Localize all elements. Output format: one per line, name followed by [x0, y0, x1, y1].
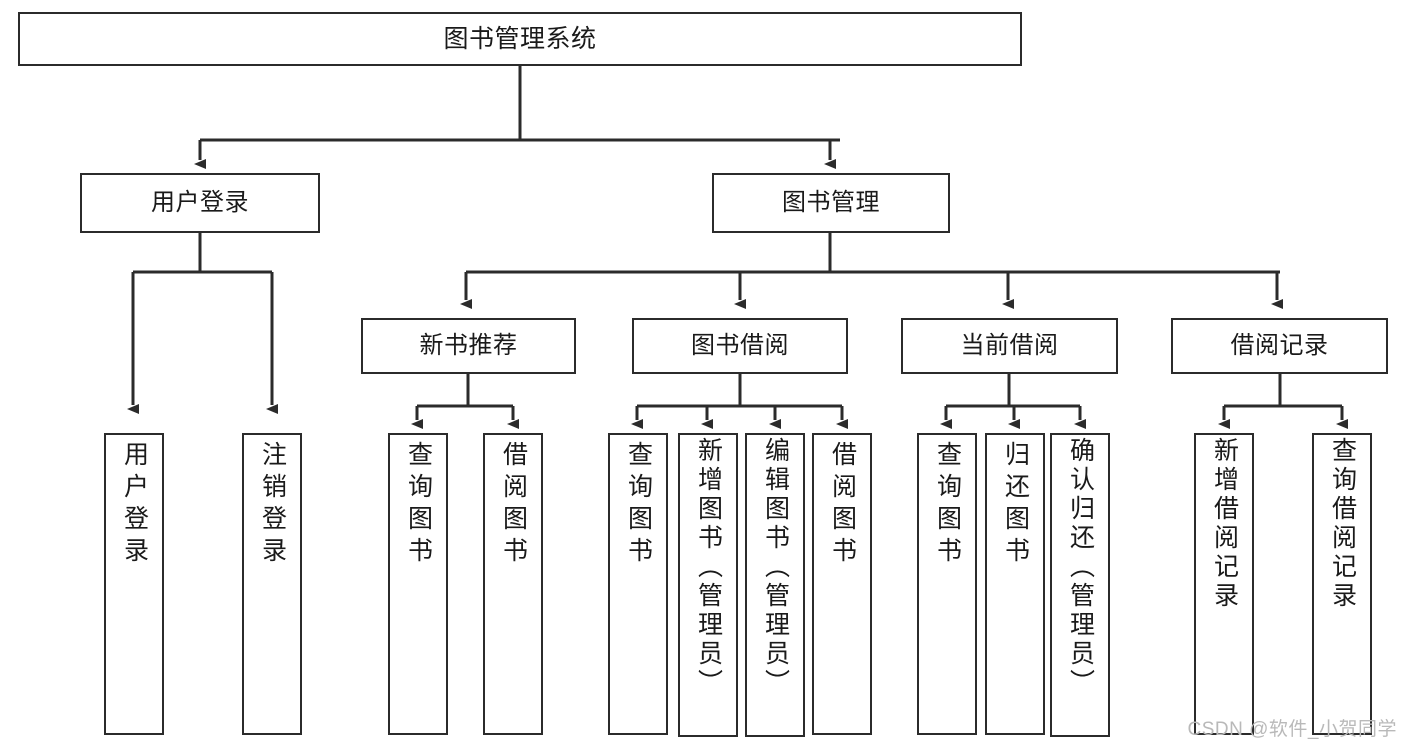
- node-book-borrow[interactable]: 图书借阅: [632, 318, 848, 374]
- node-user-login[interactable]: 用户登录: [80, 173, 320, 233]
- node-leaf-confirm-return[interactable]: 确认归还（管理员）: [1050, 433, 1110, 737]
- node-new-book-recommend[interactable]: 新书推荐: [361, 318, 576, 374]
- node-leaf-edit-book-label: 编辑图书（管理员）: [761, 437, 790, 698]
- node-leaf-add-record-label: 新增借阅记录: [1210, 437, 1239, 611]
- watermark: CSDN @软件_小贺同学: [1187, 719, 1397, 740]
- node-leaf-logout[interactable]: 注销登录: [242, 433, 302, 735]
- node-leaf-borrow-book-1[interactable]: 借阅图书: [483, 433, 543, 735]
- node-current-borrow-label: 当前借阅: [960, 331, 1059, 359]
- node-leaf-user-login[interactable]: 用户登录: [104, 433, 164, 735]
- node-root[interactable]: 图书管理系统: [18, 12, 1022, 66]
- node-leaf-add-record[interactable]: 新增借阅记录: [1194, 433, 1254, 735]
- node-borrow-record[interactable]: 借阅记录: [1171, 318, 1388, 374]
- node-borrow-record-label: 借阅记录: [1230, 331, 1329, 359]
- node-leaf-query-record[interactable]: 查询借阅记录: [1312, 433, 1372, 735]
- node-leaf-query-book-1[interactable]: 查询图书: [388, 433, 448, 735]
- node-leaf-edit-book[interactable]: 编辑图书（管理员）: [745, 433, 805, 737]
- node-leaf-query-book-1-label: 查询图书: [404, 441, 433, 569]
- node-leaf-confirm-return-label: 确认归还（管理员）: [1066, 437, 1095, 698]
- node-leaf-logout-label: 注销登录: [258, 441, 287, 569]
- node-leaf-query-record-label: 查询借阅记录: [1328, 437, 1357, 611]
- node-book-management-label: 图书管理: [782, 188, 880, 216]
- node-root-label: 图书管理系统: [443, 25, 597, 53]
- node-leaf-query-book-3-label: 查询图书: [933, 441, 962, 569]
- node-leaf-user-login-label: 用户登录: [120, 441, 149, 569]
- node-leaf-borrow-book-1-label: 借阅图书: [499, 441, 528, 569]
- node-leaf-query-book-3[interactable]: 查询图书: [917, 433, 977, 735]
- node-leaf-query-book-2-label: 查询图书: [624, 441, 653, 569]
- node-leaf-query-book-2[interactable]: 查询图书: [608, 433, 668, 735]
- node-user-login-label: 用户登录: [151, 188, 249, 216]
- node-book-management[interactable]: 图书管理: [712, 173, 950, 233]
- node-leaf-add-book-label: 新增图书（管理员）: [694, 437, 723, 698]
- node-leaf-borrow-book-2[interactable]: 借阅图书: [812, 433, 872, 735]
- node-new-book-recommend-label: 新书推荐: [419, 331, 518, 359]
- node-leaf-add-book[interactable]: 新增图书（管理员）: [678, 433, 738, 737]
- node-current-borrow[interactable]: 当前借阅: [901, 318, 1118, 374]
- node-leaf-return-book[interactable]: 归还图书: [985, 433, 1045, 735]
- node-book-borrow-label: 图书借阅: [691, 331, 789, 359]
- node-leaf-return-book-label: 归还图书: [1001, 441, 1030, 569]
- node-leaf-borrow-book-2-label: 借阅图书: [828, 441, 857, 569]
